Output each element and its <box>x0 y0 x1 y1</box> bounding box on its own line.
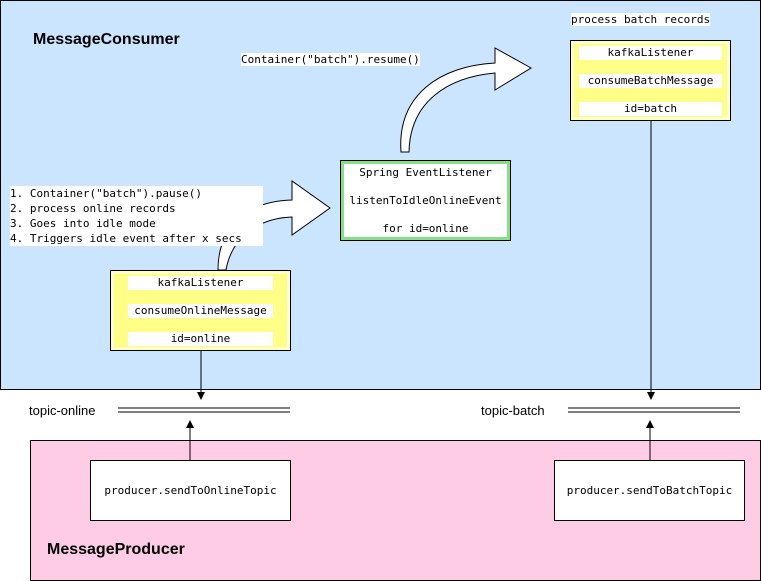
processing-steps: 1. Container("batch").pause() 2. process … <box>10 186 263 246</box>
batch-listener-id: id=batch <box>579 102 722 116</box>
batch-listener-type: kafkaListener <box>579 46 722 60</box>
step-pause-batch: 1. Container("batch").pause() <box>10 187 203 200</box>
producer-online-box: producer.sendToOnlineTopic <box>90 460 291 521</box>
producer-batch-call: producer.sendToBatchTopic <box>566 484 733 497</box>
step-process-online: 2. process online records <box>10 202 176 215</box>
topic-batch-label: topic-batch <box>481 403 545 418</box>
consumer-title: MessageConsumer <box>33 31 180 48</box>
producer-online-call: producer.sendToOnlineTopic <box>104 484 277 497</box>
step-trigger-idle-event: 4. Triggers idle event after x secs <box>10 232 242 245</box>
online-listener-id: id=online <box>128 332 273 346</box>
event-listener-type: Spring EventListener <box>345 166 506 180</box>
online-kafka-listener-box: kafkaListener consumeOnlineMessage id=on… <box>110 270 291 351</box>
online-listener-type: kafkaListener <box>128 276 273 290</box>
topic-online-label: topic-online <box>29 403 96 418</box>
spring-event-listener-box: Spring EventListener listenToIdleOnlineE… <box>340 160 511 241</box>
producer-batch-box: producer.sendToBatchTopic <box>554 460 745 521</box>
topic-batch-line <box>568 407 740 413</box>
step-idle-mode: 3. Goes into idle mode <box>10 217 156 230</box>
resume-label: Container("batch").resume() <box>241 53 420 66</box>
producer-title: MessageProducer <box>47 541 185 558</box>
batch-header-label: process batch records <box>571 13 711 26</box>
batch-listener-method: consumeBatchMessage <box>579 74 722 88</box>
resume-flow-arrow <box>400 47 532 153</box>
event-listener-target: for id=online <box>345 222 506 236</box>
batch-kafka-listener-box: kafkaListener consumeBatchMessage id=bat… <box>570 40 731 121</box>
event-listener-method: listenToIdleOnlineEvent <box>345 194 506 208</box>
online-listener-method: consumeOnlineMessage <box>128 304 273 318</box>
topic-online-line <box>118 407 290 413</box>
